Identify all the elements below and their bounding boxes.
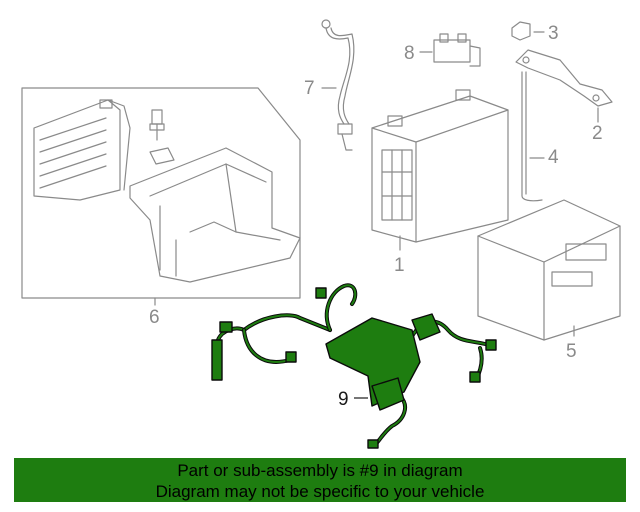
part-6-battery-tray-assembly [21, 87, 301, 306]
part-6-inset-panel [21, 87, 301, 299]
callout-8: 8 [404, 43, 415, 64]
callout-1: 1 [394, 255, 405, 276]
callout-3: 3 [548, 23, 559, 44]
info-banner: Part or sub-assembly is #9 in diagram Di… [14, 458, 626, 502]
banner-line-1: Part or sub-assembly is #9 in diagram [177, 461, 463, 480]
part-4-hold-down-rod [521, 71, 545, 202]
callout-6: 6 [149, 307, 160, 328]
parts-diagram [21, 19, 621, 449]
part-2-hold-down-plate [515, 49, 613, 123]
part-7-battery-cable [321, 19, 355, 151]
callout-7: 7 [304, 78, 315, 99]
callout-5: 5 [566, 341, 577, 362]
part-1-battery [371, 89, 509, 251]
callout-4: 4 [548, 147, 559, 168]
banner-line-2: Diagram may not be specific to your vehi… [155, 482, 485, 501]
callout-2: 2 [592, 123, 603, 144]
part-5-battery-box [477, 199, 621, 341]
part-8-sensor [419, 33, 481, 67]
callout-9: 9 [338, 389, 349, 410]
part-3-nut [511, 21, 545, 41]
part-9-wire-harness [211, 283, 497, 449]
